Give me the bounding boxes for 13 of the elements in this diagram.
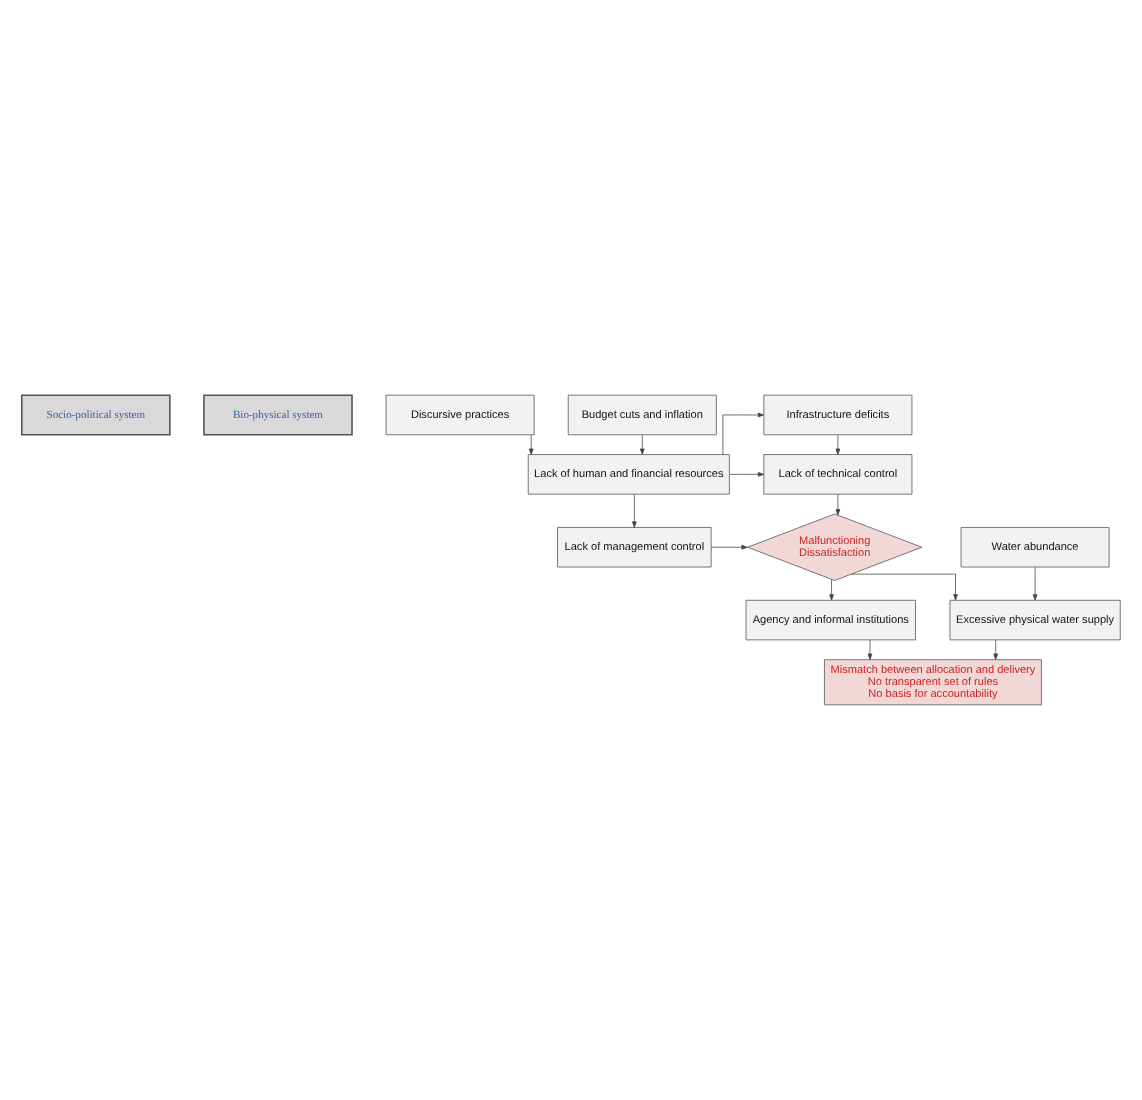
- arrow: [729, 472, 765, 477]
- arrow: [835, 493, 841, 516]
- arrow: [835, 434, 841, 455]
- arrow: [829, 579, 834, 601]
- arrow: [639, 434, 645, 455]
- arrow: [851, 573, 958, 601]
- arrow: [632, 493, 637, 528]
- arrow: [528, 434, 534, 455]
- arrow: [993, 639, 999, 660]
- arrow: [867, 639, 873, 660]
- arrow: [722, 412, 765, 455]
- arrow: [710, 544, 748, 550]
- arrow: [1032, 566, 1038, 601]
